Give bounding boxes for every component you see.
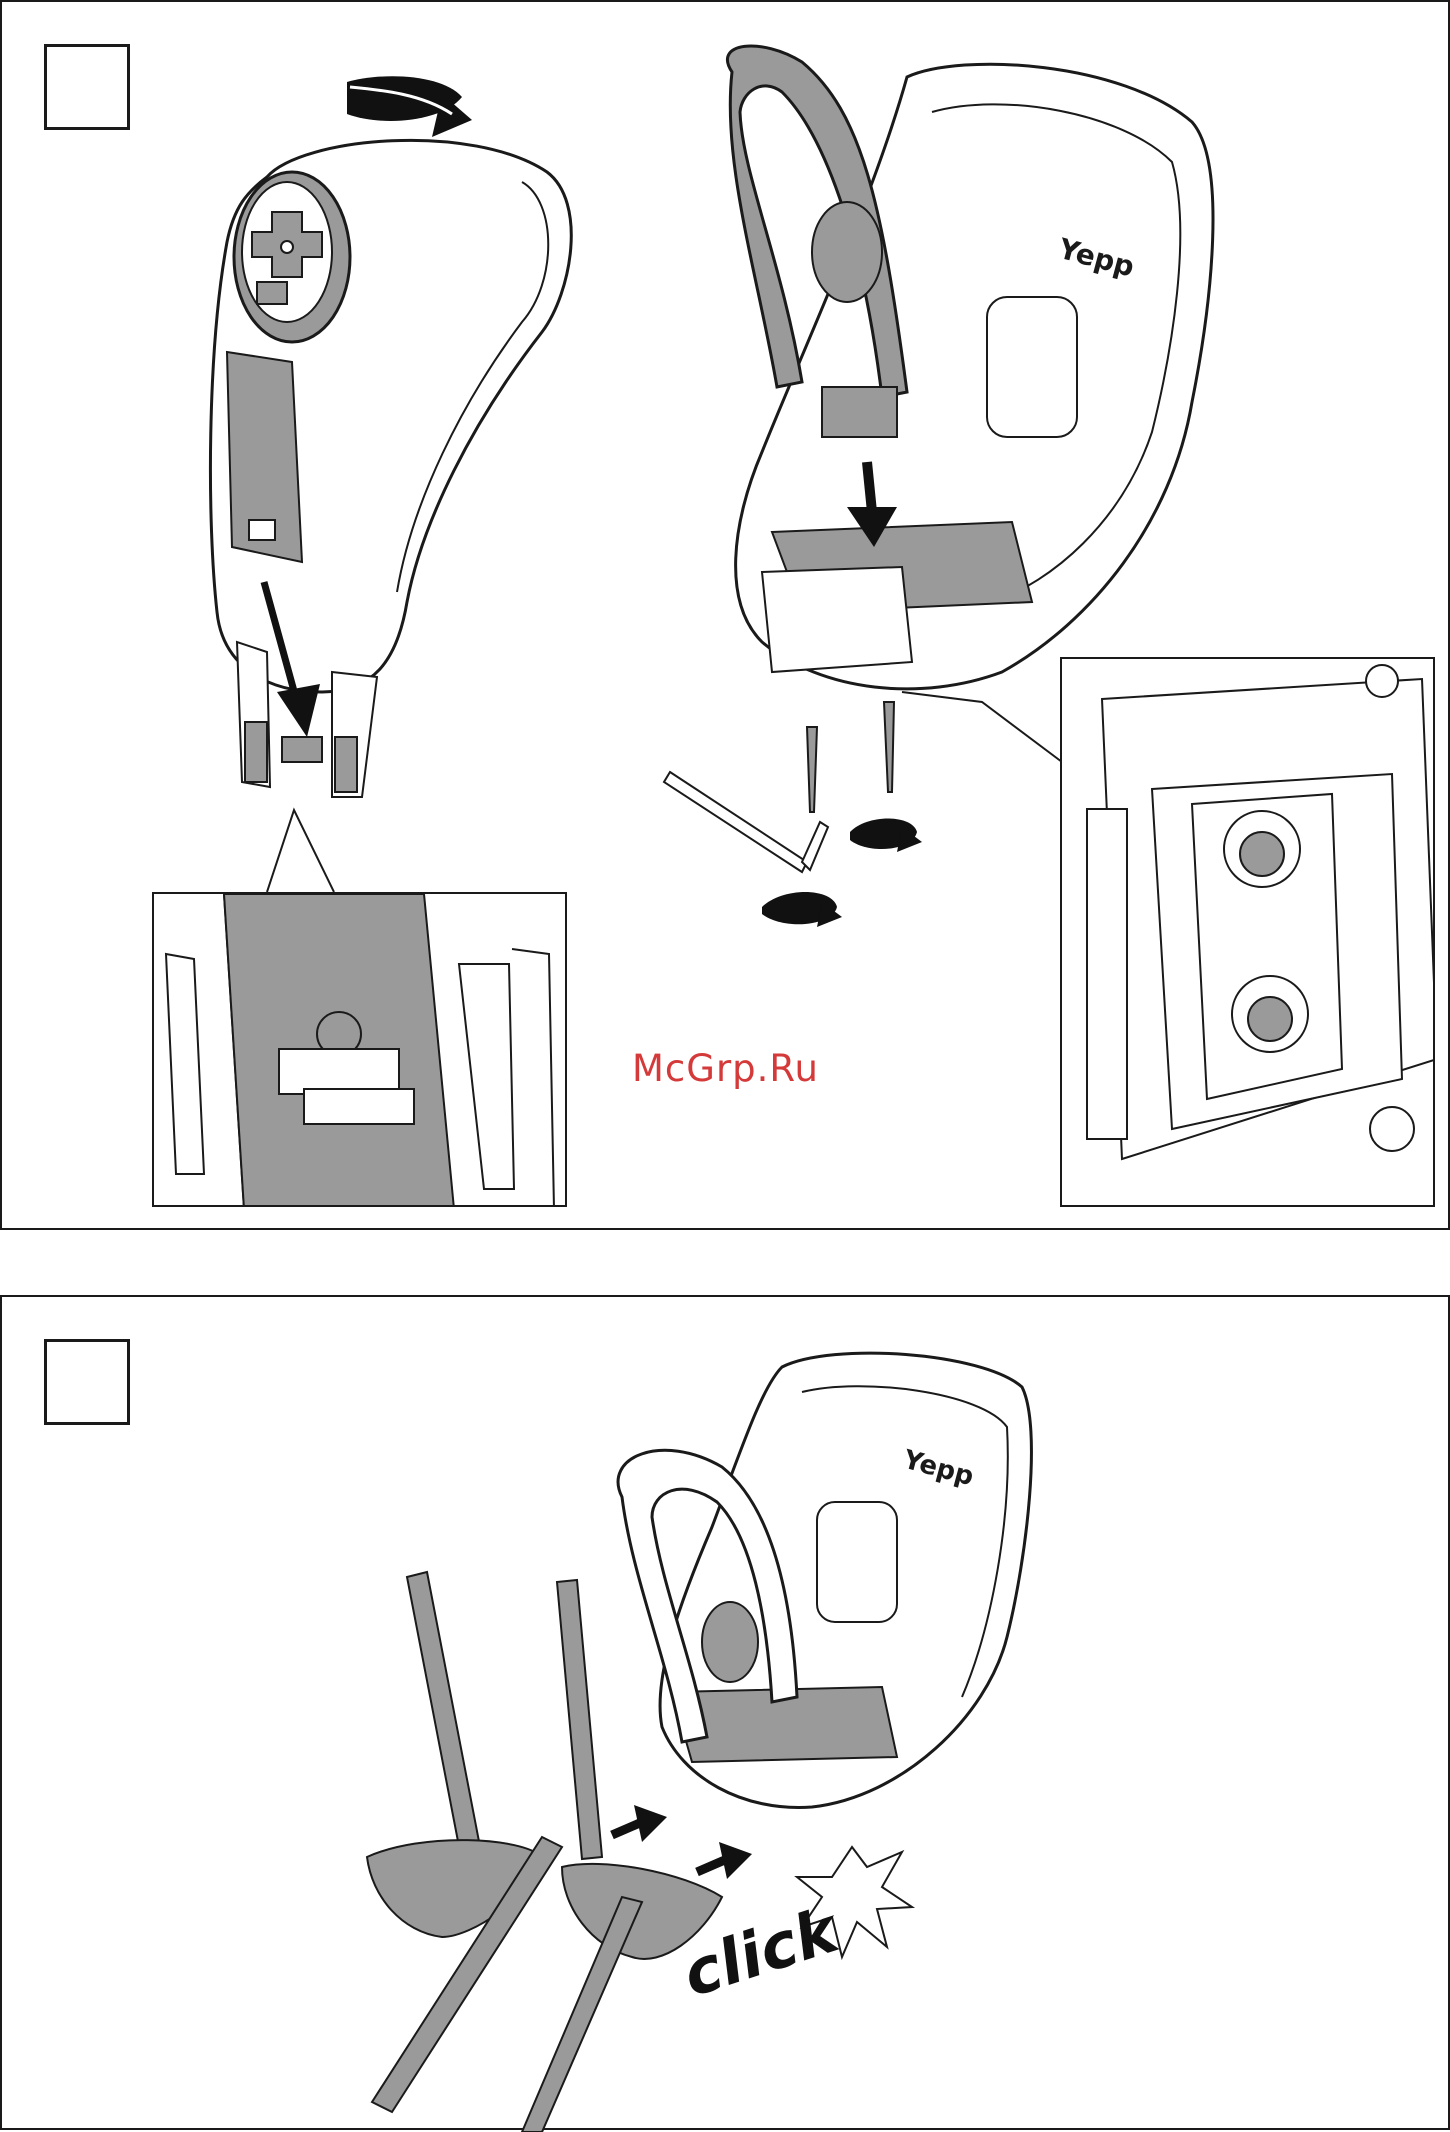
- seat-footrest-illustration: Yepp click: [2, 1297, 1450, 2132]
- rotate-arrow-icon: [762, 892, 842, 927]
- step-panel-1: Yepp: [0, 0, 1450, 1230]
- rotate-arrow-icon: [850, 819, 922, 853]
- detail-inset-bolts: [1060, 657, 1435, 1207]
- watermark-text: McGrp.Ru: [632, 1047, 819, 1090]
- insert-arrow-icon: [612, 1805, 667, 1842]
- step-panel-2: Yepp click: [0, 1295, 1450, 2130]
- insert-arrow-icon: [697, 1842, 752, 1879]
